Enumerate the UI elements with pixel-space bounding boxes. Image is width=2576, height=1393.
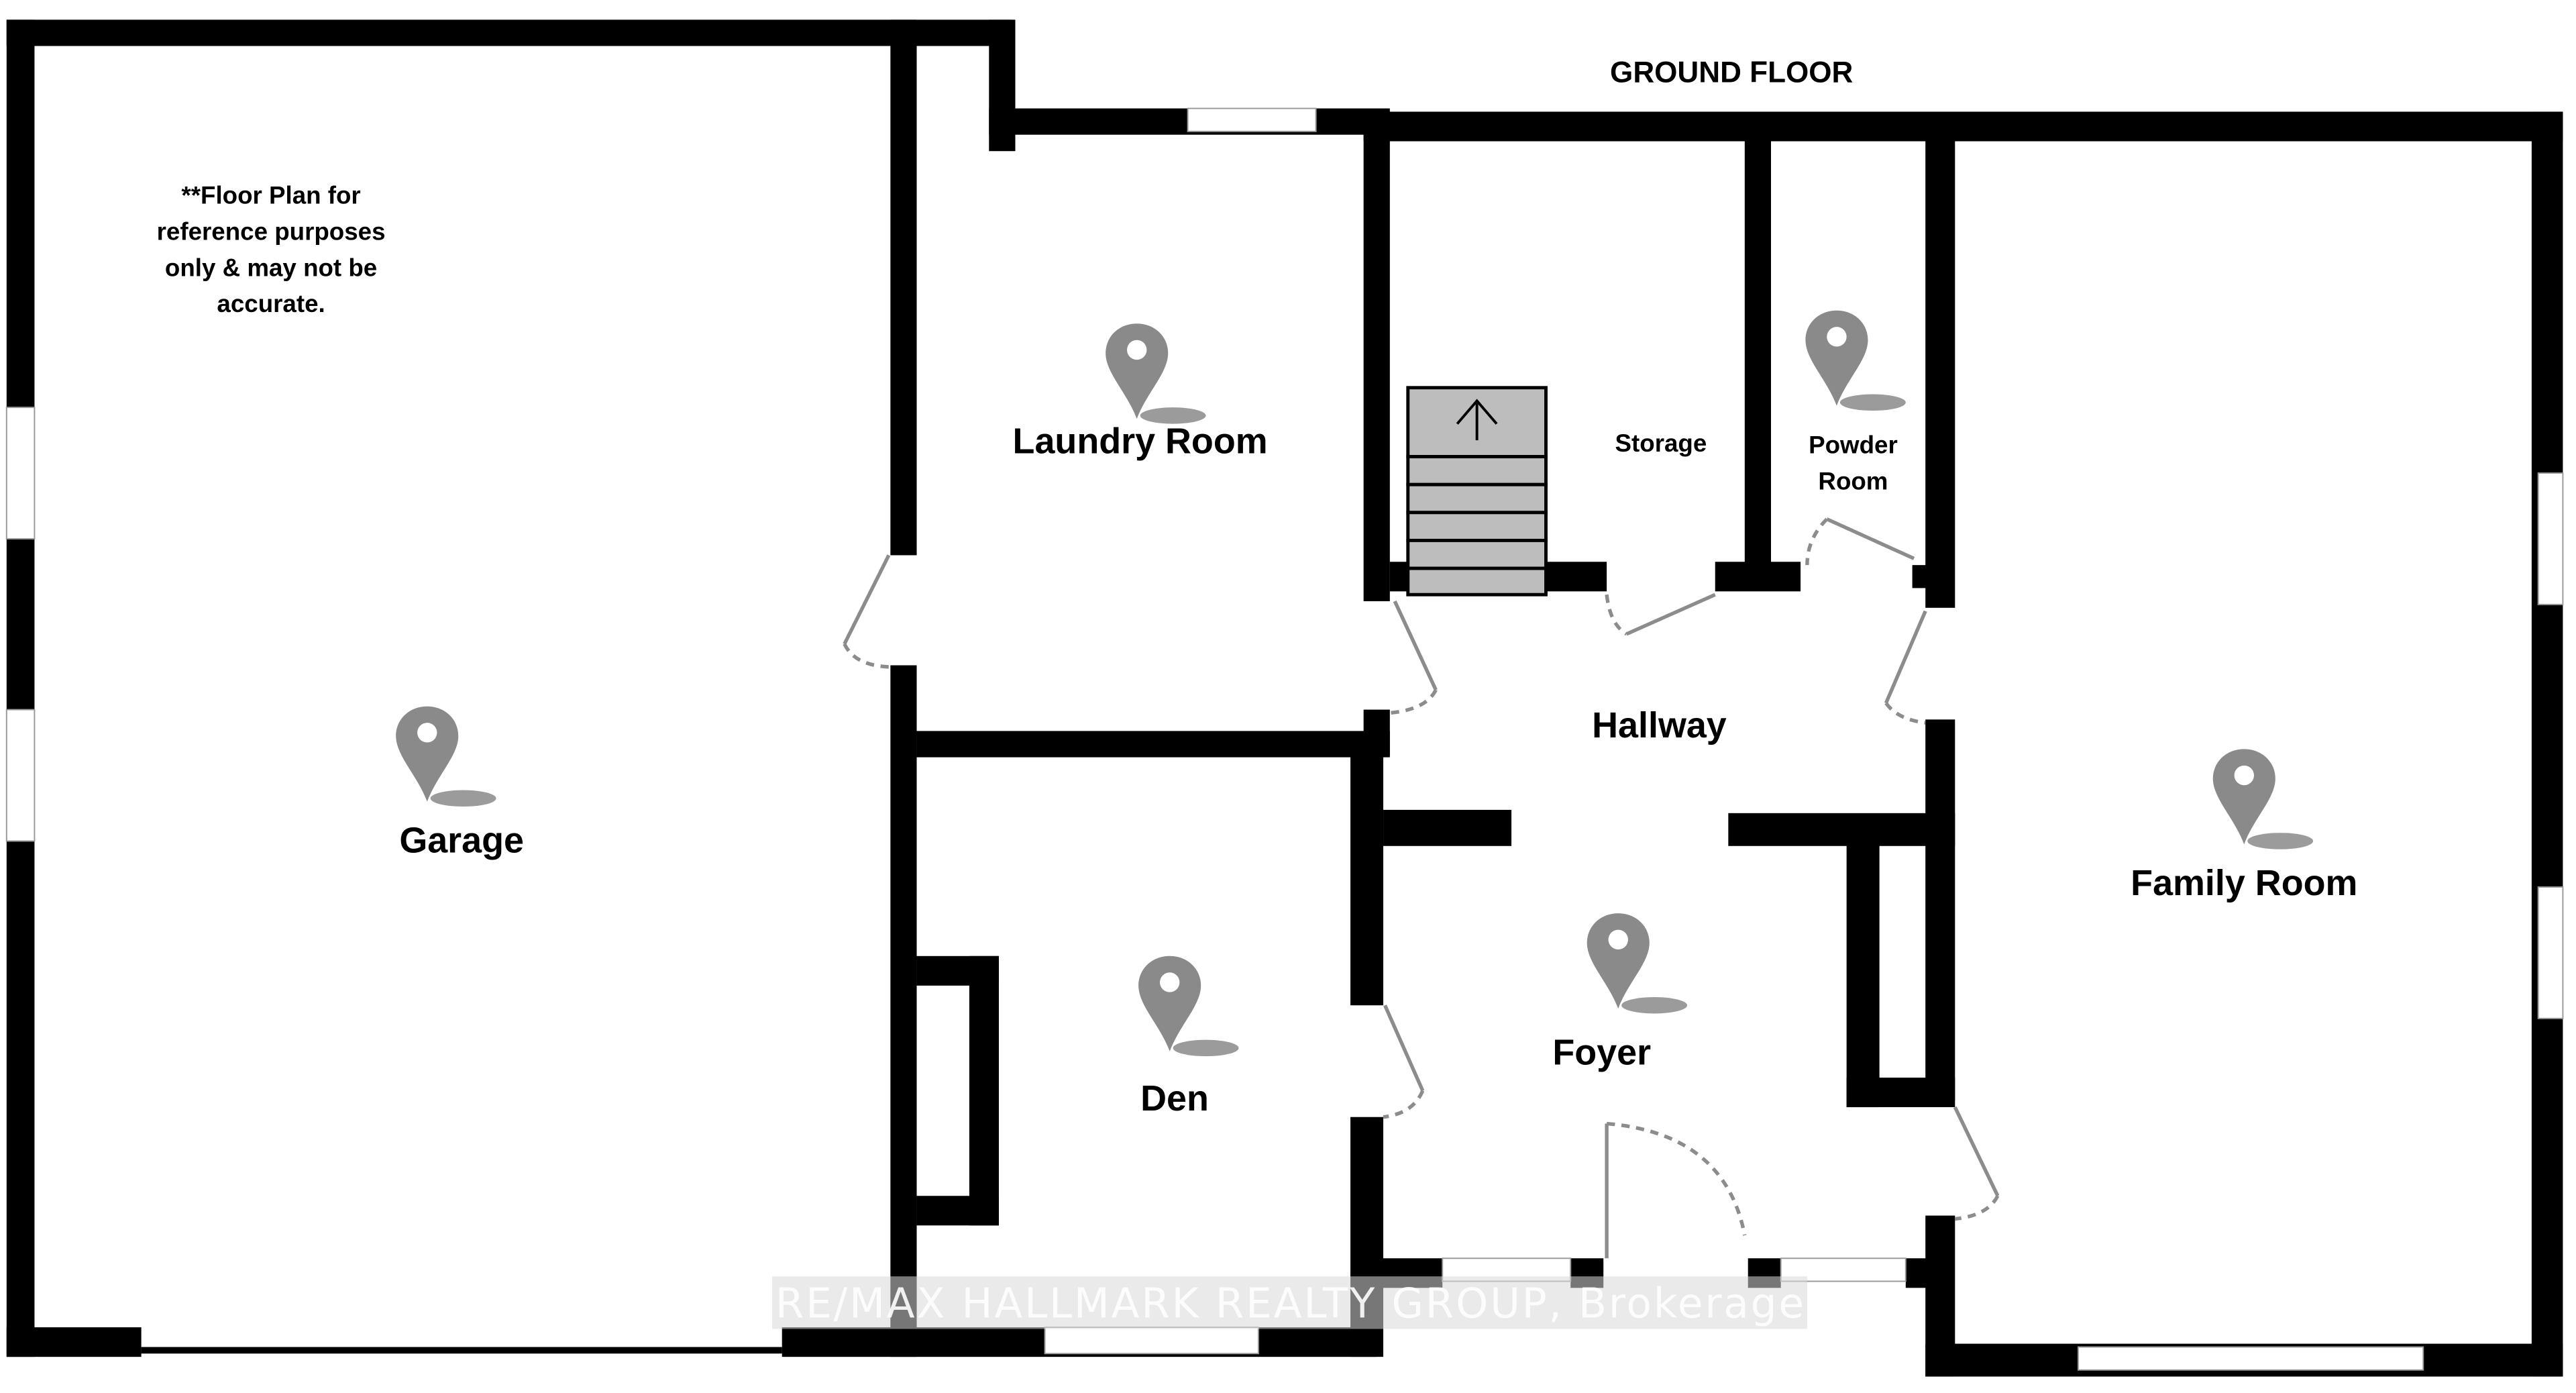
svg-text:**Floor Plan for: **Floor Plan for bbox=[181, 182, 360, 209]
svg-text:only & may not be: only & may not be bbox=[165, 254, 377, 281]
room-label-storage: Storage bbox=[1615, 429, 1707, 457]
room-label-hallway: Hallway bbox=[1592, 705, 1727, 745]
staircase bbox=[1406, 386, 1548, 597]
room-label-foyer: Foyer bbox=[1552, 1032, 1651, 1072]
doors bbox=[843, 517, 2000, 1259]
room-label-den: Den bbox=[1140, 1078, 1209, 1119]
svg-text:accurate.: accurate. bbox=[217, 290, 325, 317]
room-label-powder-1: Powder bbox=[1809, 431, 1898, 459]
disclaimer-note: **Floor Plan for reference purposes only… bbox=[157, 182, 386, 318]
room-label-family: Family Room bbox=[2131, 863, 2357, 903]
room-label-laundry: Laundry Room bbox=[1013, 421, 1268, 462]
floor-title: GROUND FLOOR bbox=[1610, 56, 1853, 89]
arrow-up-icon bbox=[1456, 399, 1498, 441]
watermark: RE/MAX HALLMARK REALTY GROUP, Brokerage bbox=[775, 1280, 1804, 1327]
room-label-garage: Garage bbox=[399, 821, 524, 861]
room-label-powder-2: Room bbox=[1818, 468, 1888, 495]
windows bbox=[5, 107, 2564, 1371]
svg-text:reference purposes: reference purposes bbox=[157, 217, 386, 245]
